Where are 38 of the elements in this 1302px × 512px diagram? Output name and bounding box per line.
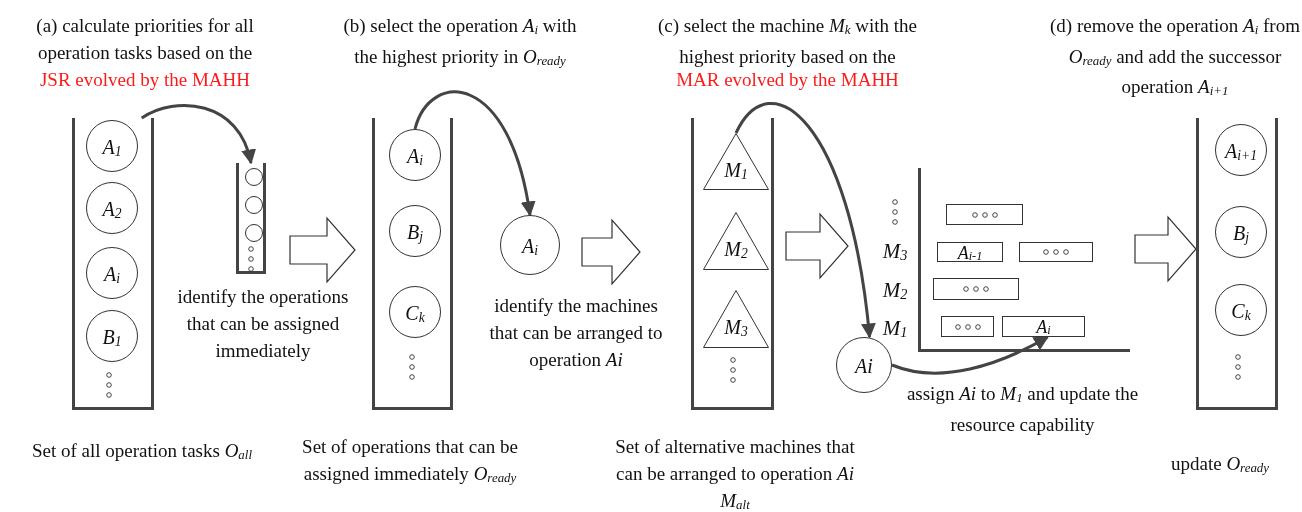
machine-triangle: M$_{2}$ — [703, 212, 769, 270]
open-container — [691, 118, 774, 410]
schedule-bar: A$_{i-1}$ — [937, 242, 1003, 262]
step-heading: JSR evolved by the MAHH — [38, 68, 252, 92]
step-heading: (b) select the operation A$_{i}$ with the highest priority in O$_{ready}$ — [342, 14, 578, 70]
schedule-bar: A$_{i}$ — [1002, 316, 1085, 337]
row-label: M$_{3}$ — [881, 238, 909, 265]
step-heading: MAR evolved by the MAHH — [675, 68, 900, 92]
node-label: identify the operations that can be assigned immediately — [176, 285, 350, 363]
open-container — [372, 118, 453, 410]
open-container — [72, 118, 154, 410]
open-container — [1196, 118, 1278, 410]
step-heading: (d) remove the operation A$_{i}$ from O$_{ready}$ and add the successor operation A$_{i+1}$ — [1050, 14, 1300, 100]
curved-arrow — [413, 90, 535, 217]
curved-arrow — [891, 335, 1049, 375]
node-label: assign Ai to M$_{1}$ and update the resource capability — [905, 382, 1140, 437]
step-heading: (c) select the machine M$_{k}$ with the highest priority based on the — [657, 14, 918, 69]
node-label: update O$_{ready}$ — [1169, 452, 1270, 477]
curved-arrow — [734, 102, 876, 339]
node-label: identify the machines that can be arranged to operation Ai — [488, 294, 664, 372]
schedule-bar — [933, 278, 1019, 300]
step-heading: (a) calculate priorities for all operation tasks based on the — [35, 14, 255, 65]
schedule-bar — [1019, 242, 1093, 262]
schedule-bar — [941, 316, 994, 337]
node-label: Set of operations that can be assigned immediately O$_{ready}$ — [301, 435, 519, 487]
gantt-chart-axes — [918, 168, 1130, 352]
block-arrow — [289, 216, 356, 284]
row-label: M$_{2}$ — [881, 277, 909, 304]
node-label: Set of alternative machines that can be arranged to operation Ai M$_{alt}$ — [614, 435, 856, 512]
open-container — [236, 163, 266, 274]
machine-triangle: M$_{3}$ — [703, 290, 769, 348]
block-arrow — [581, 218, 641, 286]
node-label: Set of all operation tasks O$_{all}$ — [31, 439, 253, 464]
block-arrow — [1134, 215, 1197, 283]
schedule-bar — [946, 204, 1023, 225]
curved-arrow — [140, 104, 255, 165]
machine-triangle: M$_{1}$ — [703, 133, 769, 190]
block-arrow — [785, 212, 849, 280]
